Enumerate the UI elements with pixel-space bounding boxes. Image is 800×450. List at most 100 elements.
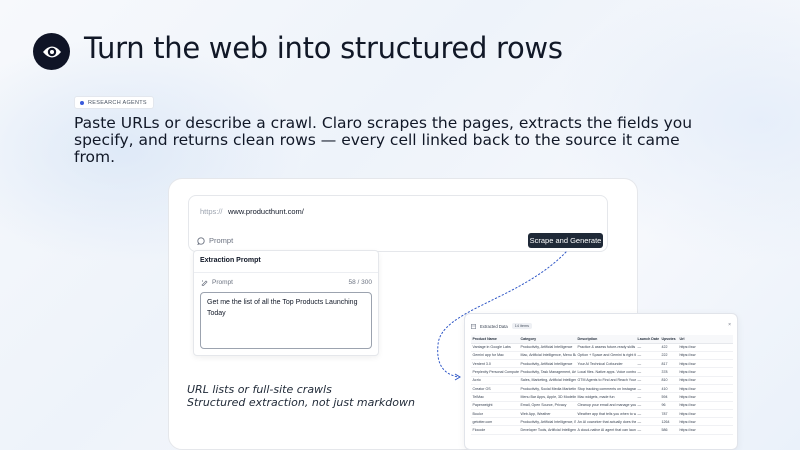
table-cell: Web App, Weather bbox=[519, 409, 576, 419]
table-cell: Stop tracking comments on Instagram bbox=[576, 384, 636, 394]
table-cell: 222 bbox=[660, 351, 678, 361]
table-cell: — bbox=[636, 425, 660, 435]
table-cell: Menu Bar Apps, Apple, 3D Modeling bbox=[519, 392, 576, 402]
table-cell: Verdent 3.0 bbox=[471, 359, 519, 369]
table-cell: https://ww bbox=[678, 359, 733, 369]
caption-line-1: URL lists or full-site crawls bbox=[187, 383, 332, 396]
table-cell: A cloud-native AI agent that can launch bbox=[576, 425, 636, 435]
table-cell: https://ww bbox=[678, 409, 733, 419]
table-cell: Acrio bbox=[471, 376, 519, 386]
scrape-and-generate-button[interactable]: Scrape and Generate bbox=[528, 233, 603, 248]
table-cell: — bbox=[636, 359, 660, 369]
table-cell: Option + Space and Gemini is right there bbox=[576, 351, 636, 361]
prompt-textarea[interactable]: Get me the list of all the Top Products … bbox=[200, 292, 372, 349]
column-header[interactable]: Product Name bbox=[471, 335, 519, 344]
table-cell: Weather app that tells you when to walk … bbox=[576, 409, 636, 419]
column-header[interactable]: Url bbox=[678, 335, 733, 344]
column-header[interactable]: Launch Date bbox=[636, 335, 660, 344]
caption-line-2: Structured extraction, not just markdown bbox=[187, 395, 415, 409]
table-icon bbox=[471, 323, 476, 329]
table-cell: Email, Open Source, Privacy bbox=[519, 401, 576, 410]
sparkle-pen-icon bbox=[201, 280, 208, 286]
table-cell: Paperweight bbox=[471, 401, 519, 410]
table-cell: Creator OS bbox=[471, 384, 519, 394]
table-cell: Productivity, Artificial Intelligence, B… bbox=[519, 417, 576, 427]
page-title: Turn the web into structured rows bbox=[84, 31, 563, 65]
table-toolbar: Extracted Data 14 items × bbox=[471, 320, 733, 332]
table-cell: 787 bbox=[660, 409, 678, 419]
table-cell: — bbox=[636, 343, 660, 352]
table-cell: https://ww bbox=[678, 343, 733, 352]
table-cell: GTM Agents to Find and Reach Your Next C… bbox=[576, 376, 636, 386]
table-cell: Developer Tools, Artificial Intelligence bbox=[519, 425, 576, 435]
items-badge: 14 items bbox=[511, 323, 533, 329]
close-icon[interactable]: × bbox=[728, 322, 731, 328]
prompt-toggle-label: Prompt bbox=[209, 236, 234, 245]
table-cell: Cleanup your email and manage your digit… bbox=[576, 401, 636, 410]
table-cell: https://ww bbox=[678, 384, 733, 394]
table-cell: Gemini app for Mac bbox=[471, 351, 519, 361]
table-cell: https://ww bbox=[678, 351, 733, 361]
table-cell: getotter.com bbox=[471, 417, 519, 427]
eye-icon bbox=[42, 46, 61, 57]
table-cell: 1264 bbox=[660, 417, 678, 427]
table-cell: 586 bbox=[660, 425, 678, 435]
column-header[interactable]: Upvotes bbox=[660, 335, 678, 344]
table-cell: Mac, Artificial Intelligence, Menu Bar A… bbox=[519, 351, 576, 361]
feature-captions: URL lists or full-site crawls Structured… bbox=[187, 383, 415, 409]
table-cell: Productivity, Social Media Marketing bbox=[519, 384, 576, 394]
table-cell: — bbox=[636, 409, 660, 419]
table-cell: Vantage in Google Labs bbox=[471, 343, 519, 352]
section-tag: RESEARCH AGENTS bbox=[74, 96, 154, 109]
column-header[interactable]: Category bbox=[519, 335, 576, 344]
table-cell: TelMac bbox=[471, 392, 519, 402]
table-cell: https://ww bbox=[678, 417, 733, 427]
page-description: Paste URLs or describe a crawl. Claro sc… bbox=[74, 114, 693, 166]
chat-bubble-icon bbox=[197, 236, 205, 245]
table-cell: — bbox=[636, 384, 660, 394]
tag-dot-icon bbox=[80, 100, 84, 105]
prompt-toggle[interactable]: Prompt bbox=[197, 236, 233, 245]
table-cell: https://ww bbox=[678, 376, 733, 386]
character-counter: 58 / 300 bbox=[348, 279, 373, 286]
table-cell: An AI coworker that actually does the wo… bbox=[576, 417, 636, 427]
url-input[interactable]: www.producthunt.com/ bbox=[228, 207, 304, 216]
table-cell: Practice & assess future-ready skills wi… bbox=[576, 343, 636, 352]
table-cell: — bbox=[636, 417, 660, 427]
table-cell: Sales, Marketing, Artificial Intelligenc… bbox=[519, 376, 576, 386]
table-cell: Productivity, Task Management, Artificia… bbox=[519, 367, 576, 377]
panel-divider bbox=[194, 272, 378, 273]
table-cell: — bbox=[636, 367, 660, 377]
table-cell: — bbox=[636, 401, 660, 410]
table-cell: Perplexity Personal Computer bbox=[471, 367, 519, 377]
table-title: Extracted Data bbox=[480, 323, 508, 329]
table-cell: 817 bbox=[660, 359, 678, 369]
column-header[interactable]: Description bbox=[576, 335, 636, 344]
table-cell: 378 bbox=[660, 367, 678, 377]
table-cell: Mac widgets, made fun bbox=[576, 392, 636, 402]
table-cell: https://ww bbox=[678, 401, 733, 410]
table-cell: — bbox=[636, 392, 660, 402]
table-cell: 810 bbox=[660, 376, 678, 386]
prompt-label-text: Prompt bbox=[212, 279, 233, 286]
section-tag-label: RESEARCH AGENTS bbox=[88, 99, 147, 106]
table-cell: 96 bbox=[660, 401, 678, 410]
table-cell: 594 bbox=[660, 392, 678, 402]
claro-logo bbox=[33, 33, 70, 70]
table-cell: Your AI Technical Cofounder bbox=[576, 359, 636, 369]
